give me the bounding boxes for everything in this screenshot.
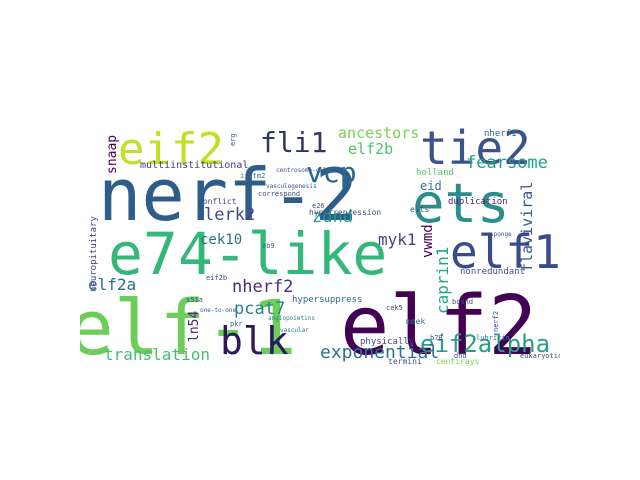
word-fli1: fli1 [260,126,327,159]
word-cloud: elf2 nerf-2 elf-1 e74-like ets tie2 eif2… [80,102,560,380]
word-meek: meek [406,317,425,326]
word-fearsome: fearsome [466,153,548,173]
word-pcat7: pcat7 [234,299,285,319]
word-multiinstitutional: multiinstitutional [140,160,248,171]
word-ab9: ab9 [262,242,275,250]
word-one-to-one: one-to-one [200,307,237,314]
word-translation: translation [104,345,210,364]
word-eif2alpha: eif2alpha [420,330,550,358]
word-vcp: vcp [306,156,357,189]
word-sponge: sponge [490,231,512,238]
word-nherf2: nherf2 [232,277,293,297]
word-duplication: duplication [448,197,508,207]
word-cloud-canvas: elf2 nerf-2 elf-1 e74-like ets tie2 eif2… [80,121,560,374]
word-cek10: cek10 [200,232,242,248]
word-ets: ets [412,172,510,235]
word-vascular: vascular [280,327,309,334]
word-caprin1: caprin1 [433,247,452,314]
word-tie2: tie2 [420,121,531,175]
word-e74-like: e74-like [108,220,387,288]
word-eif2b: eif2b [206,274,227,282]
word-pkr: pkr [230,320,243,328]
word-s51a: s51a [186,296,203,304]
word-elf2b: elf2b [348,140,393,158]
word-nerf-2: nerf-2 [98,153,358,237]
word-lubricin: lubricin [476,334,510,342]
word-cek5: cek5 [386,304,403,312]
word-e26: e26 [312,202,325,210]
word-lerk2: lerk2 [204,205,255,225]
word-ifitm2: ifitm2 [240,172,265,180]
word-flaviviral: flaviviral [518,182,536,272]
word-dnd: dnd [454,352,467,360]
word-elf2: elf2 [340,279,537,374]
word-elf2a: elf2a [88,275,136,294]
word-nonredundant: nonredundant [460,267,525,277]
word-conflict: conflict [198,197,237,206]
word-holland: holland [416,168,454,178]
word-snaap: snaap [105,135,120,174]
word-myk1: myk1 [378,230,417,249]
word-vwmd: vwmd [420,224,436,258]
word-ln54: ln54 [187,311,202,342]
word-eif2: eif2 [118,124,224,175]
word-eid: eid [420,179,442,193]
word-ests: ests [410,205,429,214]
word-erg: erg [229,133,237,146]
word-bound: bound [452,298,473,306]
word-elf1: elf1 [450,225,560,279]
word-eukaryotic: eukaryotic [520,352,560,360]
word-hyperrepression: hyperrepression [309,208,381,217]
word-physically: physically [360,337,415,347]
word-exponential: exponential [320,342,439,363]
word-angiopoietins: angiopoietins [268,315,315,322]
word-zdnd: zdnd [312,207,353,227]
word-nherf1: nherf1 [484,129,517,139]
word-b78: b78 [430,334,443,342]
word-ancestors: ancestors [338,124,419,142]
word-centrosome-cilium: centrosome-cilium [276,167,338,174]
word-neuropituitary: neuropituitary [89,216,99,292]
word-elf-1: elf-1 [80,283,297,372]
word-vasculogenesis: vasculogenesis [266,183,317,190]
word-centirays: centirays [436,357,480,366]
word-correspond: correspond [258,190,300,198]
word-termini: termini [388,357,422,366]
word-hypersuppress: hypersuppress [292,295,362,305]
word-nerf2: nerf2 [492,311,500,332]
word-blk: blk [220,319,289,363]
